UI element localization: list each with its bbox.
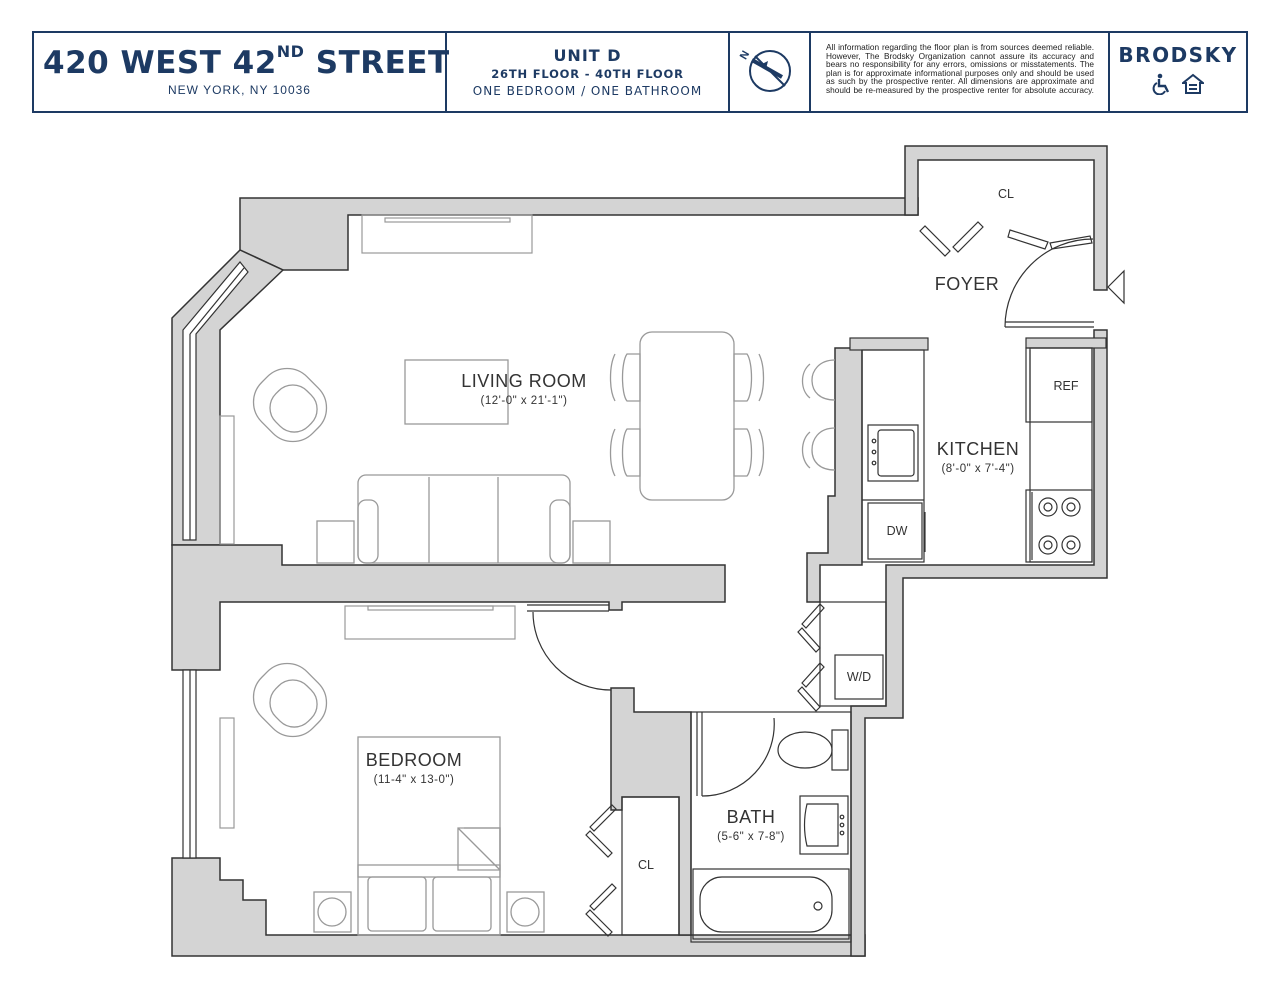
dishwasher — [867, 502, 923, 560]
toilet-bowl — [777, 731, 833, 769]
bedroom-closet — [621, 796, 680, 936]
bedroom-closet-label: CL — [638, 858, 654, 872]
nightstand-left — [313, 891, 352, 933]
bathtub — [692, 868, 850, 940]
tv-bedroom — [367, 605, 494, 611]
title-block: 420 WEST 42ND STREET NEW YORK, NY 10036 … — [32, 31, 1248, 113]
bedroom-label: BEDROOM — [366, 750, 463, 770]
foyer-closet-label: CL — [998, 187, 1014, 201]
sofa — [357, 474, 571, 564]
street-address-main: 420 WEST 42 — [43, 45, 277, 81]
pillow-right — [432, 876, 492, 932]
unit-name: UNIT D — [553, 46, 622, 65]
armchair-bedroom — [252, 662, 328, 738]
stove-burners — [1038, 497, 1081, 555]
laundry-closet — [819, 601, 887, 707]
pillow-left — [367, 876, 427, 932]
armchair-living — [252, 367, 328, 443]
kitchen-sink — [867, 424, 919, 482]
stove — [1025, 489, 1093, 563]
compass-block: N — [730, 33, 811, 111]
unit-rooms: ONE BEDROOM / ONE BATHROOM — [472, 84, 703, 98]
refrigerator-label: REF — [1054, 379, 1079, 393]
unit-block: UNIT D 26TH FLOOR - 40TH FLOOR ONE BEDRO… — [447, 33, 730, 111]
address-block: 420 WEST 42ND STREET NEW YORK, NY 10036 — [34, 33, 450, 111]
radiators — [219, 214, 533, 829]
bedroom-dimensions: (11-4" x 13-0") — [374, 774, 455, 786]
wall-foyer-closet — [904, 145, 1108, 291]
disclaimer-text: All information regarding the floor plan… — [826, 42, 1094, 95]
wall-southwest — [171, 857, 866, 957]
dishwasher-label: DW — [887, 524, 908, 538]
coffee-table — [404, 359, 509, 425]
media-console-living — [361, 214, 533, 254]
nightstand-right — [506, 891, 545, 933]
street-address: 420 WEST 42ND STREET — [43, 42, 450, 81]
living-room-dimensions: (12'-0" x 21'-1") — [481, 395, 568, 407]
unit-floors: 26TH FLOOR - 40TH FLOOR — [491, 67, 684, 81]
entry-arrow-icon — [1107, 269, 1125, 305]
washer-dryer-label: W/D — [847, 670, 871, 684]
radiator-bedroom — [219, 717, 235, 829]
street-address-end: STREET — [304, 45, 450, 81]
wall-kitchen-west — [806, 347, 863, 603]
bath-room — [690, 711, 852, 943]
dining-chairs — [609, 353, 765, 477]
side-table-left — [316, 520, 355, 564]
north-arrow-icon: N — [738, 49, 791, 92]
wall-kitchen-east — [850, 329, 1108, 957]
foyer-doors — [919, 221, 1125, 328]
radiator-living — [219, 415, 235, 545]
brand-logo: BRODSKY — [1118, 43, 1238, 67]
kitchen-label: KITCHEN — [937, 439, 1020, 459]
bath-label: BATH — [727, 807, 776, 827]
street-address-ordinal: ND — [276, 42, 305, 61]
bedroom-door — [527, 604, 612, 691]
kitchen-header-wall-east — [1025, 337, 1107, 349]
bath-vanity — [799, 795, 849, 855]
disclaimer-block: All information regarding the floor plan… — [811, 33, 1110, 111]
city-line: NEW YORK, NY 10036 — [168, 83, 311, 97]
room-labels: LIVING ROOM (12'-0" x 21'-1") KITCHEN (8… — [366, 187, 1079, 872]
foyer-closet-door-right-2 — [1049, 235, 1093, 250]
toilet-tank — [831, 729, 849, 771]
media-console-bedroom — [344, 605, 516, 640]
equal-housing-icon — [1182, 73, 1205, 94]
closet-doors — [585, 603, 884, 937]
bedroom-door-swing — [532, 611, 612, 691]
living-room-label: LIVING ROOM — [461, 371, 587, 391]
bath-fixtures — [692, 729, 850, 940]
bedroom-furniture — [252, 662, 545, 936]
side-table-right — [572, 520, 611, 564]
accessibility-icon — [1152, 73, 1169, 95]
room-outlines — [621, 601, 887, 943]
foyer-label: FOYER — [935, 274, 1000, 294]
tv-living — [384, 217, 511, 223]
kitchen-dimensions: (8'-0" x 7'-4") — [941, 463, 1014, 475]
living-furniture — [252, 331, 836, 564]
foyer-closet-door-left — [919, 225, 951, 257]
foyer-closet-door-right — [1007, 229, 1049, 250]
wall-west-middle — [171, 544, 726, 671]
kitchen-counter — [861, 349, 925, 563]
windows — [182, 261, 249, 859]
wall-northwest — [239, 197, 919, 271]
brand-block: BRODSKY — [1110, 33, 1246, 111]
foyer-closet-door-left-2 — [952, 221, 984, 253]
kitchen-header-wall — [849, 337, 929, 351]
refrigerator — [1025, 347, 1093, 423]
dining-table — [639, 331, 735, 501]
brand-icons — [1110, 73, 1246, 95]
bar-stools — [801, 359, 836, 471]
walls — [171, 145, 1108, 957]
washer-dryer — [834, 654, 884, 700]
bath-door-swing — [701, 717, 775, 797]
entry-door-swing — [1004, 238, 1094, 328]
kitchen-appliances — [867, 347, 1093, 563]
bath-dimensions: (5-6" x 7-8") — [717, 831, 785, 843]
